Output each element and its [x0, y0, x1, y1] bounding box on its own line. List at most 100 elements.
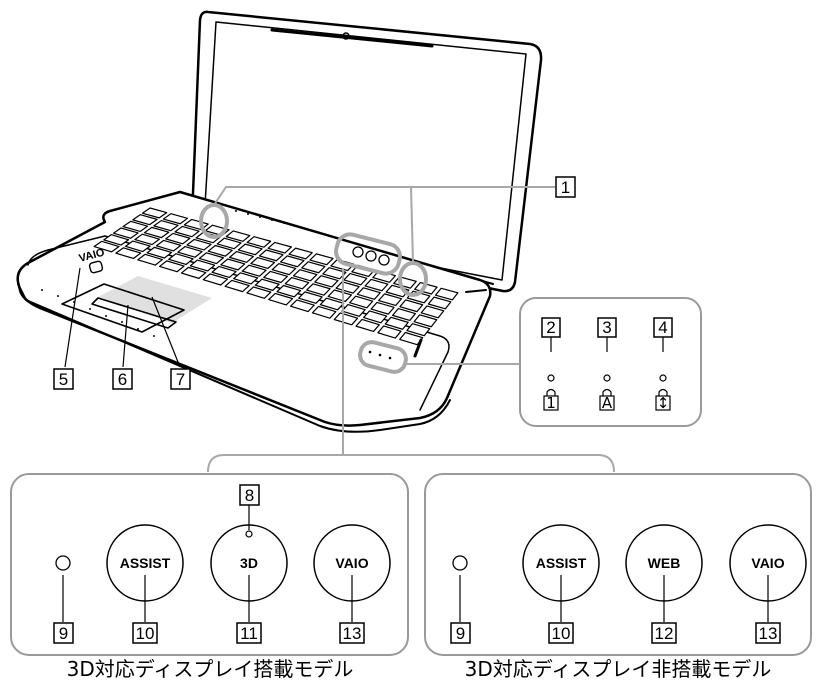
keyboard-key — [370, 301, 395, 315]
keyboard-key — [435, 287, 459, 301]
keyboard-key — [93, 240, 120, 253]
keyboard-key — [406, 323, 431, 337]
callout-1-leaders — [213, 186, 555, 264]
svg-text:4: 4 — [658, 318, 667, 337]
scroll-lock-indicator: 4 ↕ — [653, 317, 673, 412]
svg-text:10: 10 — [552, 624, 571, 643]
webcam-lens — [342, 32, 350, 40]
keyboard-key — [288, 247, 313, 260]
keyboard-key — [143, 226, 170, 239]
keyboard-key — [216, 237, 242, 250]
keyboard-key — [177, 246, 203, 258]
svg-text:1: 1 — [561, 178, 570, 197]
3d-button[interactable]: 3D 8 11 — [210, 484, 288, 644]
svg-text:9: 9 — [456, 624, 465, 643]
caps-lock-indicator: 3 A — [597, 317, 617, 412]
keyboard-key — [159, 260, 185, 273]
keyboard-key — [335, 281, 360, 294]
keyboard-key — [258, 249, 284, 262]
svg-text:↕: ↕ — [657, 394, 670, 412]
front-indicator-lamps — [368, 350, 392, 360]
svg-text:2: 2 — [546, 318, 555, 337]
svg-text:VAIO: VAIO — [751, 555, 784, 571]
keyboard-key — [322, 267, 347, 280]
speaker-dots — [41, 210, 285, 337]
svg-text:13: 13 — [343, 624, 362, 643]
highlight-indicator-lamps — [358, 340, 408, 374]
scroll-lock-lamp — [659, 374, 667, 382]
keyboard-key — [246, 286, 272, 299]
fingerprint-sensor — [88, 260, 104, 274]
svg-text:ASSIST: ASSIST — [536, 555, 587, 571]
highlight-buttons — [334, 232, 402, 276]
keyboard-key — [420, 305, 445, 319]
side-port — [413, 338, 423, 358]
keyboard — [93, 207, 459, 346]
caption-non-3d-model: 3D対応ディスプレイ非搭載モデル — [465, 657, 772, 681]
panel-non-3d-model — [424, 473, 812, 656]
keyboard-key — [413, 314, 438, 328]
keyboard-key — [284, 277, 310, 290]
keyboard-key — [186, 238, 212, 251]
vaio-button-3d-model[interactable]: VAIO 13 — [313, 524, 391, 644]
keyboard-key — [250, 257, 276, 270]
keyboard-key — [276, 284, 302, 298]
svg-text:A: A — [602, 394, 613, 412]
keyboard-key — [198, 252, 224, 265]
keyboard-key — [180, 266, 207, 279]
svg-text:12: 12 — [655, 624, 674, 643]
keyboard-key — [189, 259, 216, 272]
scroll-lock-icon: ↕ — [655, 388, 671, 412]
keyboard-key — [103, 234, 130, 246]
svg-text:10: 10 — [136, 624, 155, 643]
keyboard-key — [174, 225, 200, 238]
keyboard-key — [377, 325, 402, 339]
vaio-button-non-3d-model[interactable]: VAIO 13 — [729, 524, 807, 644]
keyboard-key — [298, 291, 323, 304]
keyboard-key — [301, 261, 326, 274]
keyboard-key — [132, 214, 158, 226]
panel-3d-model — [10, 473, 409, 656]
keyboard-key — [246, 236, 272, 248]
svg-text:WEB: WEB — [648, 555, 681, 571]
keyboard-key — [124, 240, 151, 253]
svg-text:11: 11 — [240, 624, 258, 643]
num-lock-indicator: 2 1 — [541, 317, 561, 412]
svg-text:ASSIST: ASSIST — [120, 555, 171, 571]
keyboard-key — [327, 289, 352, 303]
keyboard-key — [122, 220, 149, 233]
assist-button-3d-model[interactable]: ASSIST 10 — [106, 524, 184, 644]
caps-lock-icon: A — [599, 388, 615, 412]
assist-button-non-3d-model[interactable]: ASSIST 10 — [522, 524, 600, 644]
screen-display-area — [203, 21, 527, 281]
keyboard-key — [311, 305, 337, 319]
callout-5-7-leaders — [64, 267, 181, 368]
caps-lock-lamp — [603, 374, 611, 382]
keyboard-key — [319, 297, 345, 311]
num-lock-lamp — [547, 374, 555, 382]
keyboard-key — [314, 275, 339, 288]
web-button[interactable]: WEB 12 — [625, 524, 703, 644]
keyboard-key — [168, 253, 194, 266]
keyboard-key — [137, 253, 163, 266]
keyboard-key — [399, 299, 424, 313]
3d-indicator-lamp — [245, 530, 253, 538]
keyboard-key — [399, 331, 424, 346]
svg-text:8: 8 — [245, 486, 254, 505]
keyboard-key — [254, 278, 280, 291]
keyboard-key — [165, 232, 191, 245]
keyboard-key — [112, 227, 139, 239]
svg-text:3D: 3D — [240, 555, 258, 571]
keyboard-key — [153, 219, 179, 232]
keyboard-key — [309, 253, 334, 266]
deck-buttons — [352, 246, 390, 266]
keyboard-key — [115, 247, 142, 260]
keyboard-key — [356, 287, 381, 300]
sensor-left: 9 — [53, 555, 74, 644]
keyboard-key — [211, 265, 237, 279]
sensor-right: 9 — [450, 555, 471, 644]
callout-1: 1 — [555, 176, 576, 198]
svg-text:6: 6 — [118, 370, 127, 389]
callout-6: 6 — [112, 368, 133, 390]
svg-text:13: 13 — [759, 624, 778, 643]
